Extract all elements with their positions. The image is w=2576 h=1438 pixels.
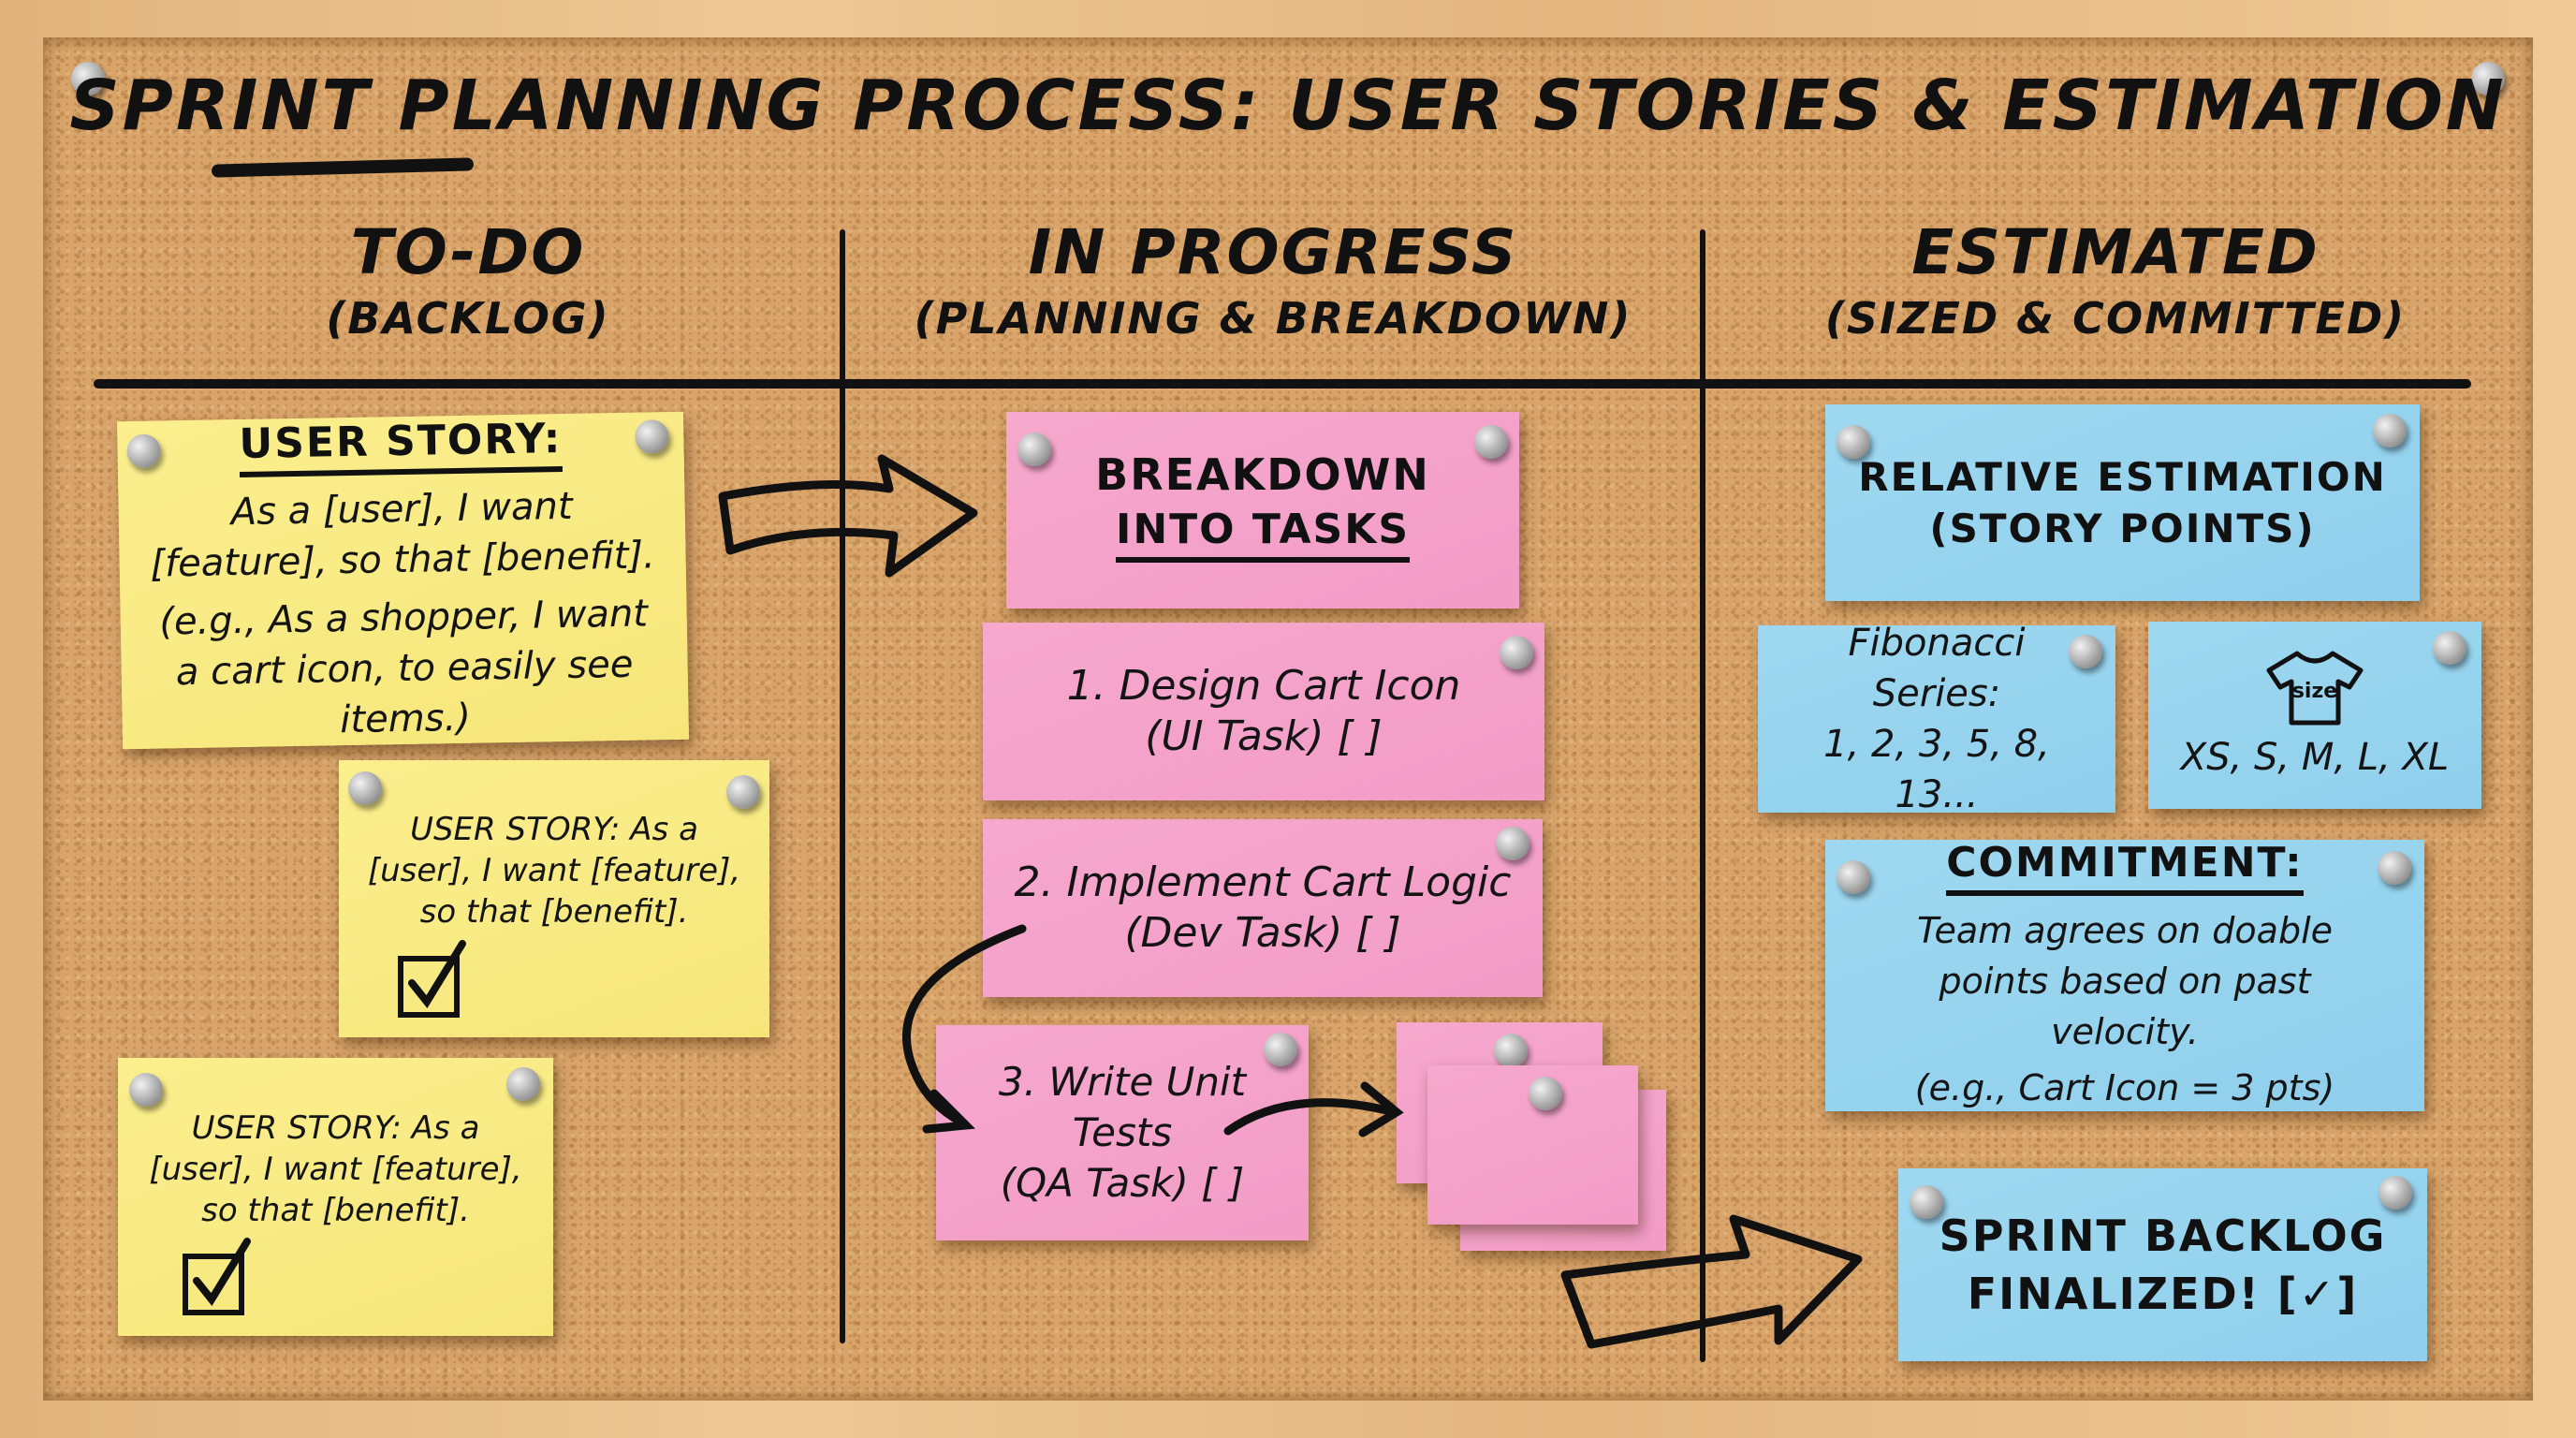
pushpin-icon (2433, 631, 2466, 665)
pushpin-icon (1496, 827, 1530, 860)
pushpin-icon (2378, 851, 2411, 885)
task-title: 2. Implement Cart Logic (1014, 858, 1512, 906)
pushpin-icon (71, 62, 105, 95)
pushpin-icon (1264, 1033, 1297, 1066)
pushpin-icon (1837, 860, 1870, 894)
note-heading: Commitment: (1946, 839, 2304, 896)
note-heading: Breakdown (1095, 448, 1430, 500)
checked-checkbox-icon[interactable] (180, 1236, 255, 1320)
pushpin-icon (2471, 62, 2505, 95)
pushpin-icon (126, 433, 161, 469)
note-status: Finalized! [✓] (1967, 1269, 2359, 1319)
pushpin-icon (2378, 1176, 2412, 1210)
tshirt-size-label: size (2291, 680, 2338, 703)
pushpin-icon (2069, 635, 2102, 668)
column-subtitle: (Backlog) (326, 293, 610, 344)
note-example: (e.g., Cart Icon = 3 pts) (1914, 1066, 2335, 1108)
blank-subtask-note[interactable] (1427, 1065, 1638, 1225)
column-divider (840, 229, 845, 1343)
header-divider (94, 379, 2471, 389)
tshirt-sizes: XS, S, M, L, XL (2180, 736, 2450, 779)
note-heading: Sprint Backlog (1939, 1211, 2387, 1261)
pushpin-icon (1500, 636, 1533, 669)
note-heading: User Story: (239, 414, 563, 477)
tshirt-size-note[interactable]: size XS, S, M, L, XL (2148, 622, 2481, 809)
note-text: Team agrees on doable points based on pa… (1916, 909, 2334, 1052)
pushpin-icon (1837, 425, 1870, 459)
column-title: Estimated (1911, 216, 2320, 288)
pushpin-icon (506, 1067, 540, 1101)
task-title: 3. Write Unit Tests (998, 1059, 1247, 1155)
column-subtitle: (Planning & Breakdown) (914, 293, 1632, 344)
task-note-write-unit-tests[interactable]: 3. Write Unit Tests (QA Task) [ ] (936, 1025, 1309, 1240)
column-title: In progress (1028, 216, 1518, 288)
note-text: USER STORY: As a [user], I want [feature… (149, 1108, 522, 1229)
user-story-note[interactable]: USER STORY: As a [user], I want [feature… (118, 1058, 553, 1336)
pushpin-icon (1017, 433, 1051, 466)
task-type: (QA Task) [ ] (1000, 1160, 1245, 1206)
column-header-todo: To-Do (Backlog) (94, 215, 842, 346)
pushpin-icon (1529, 1077, 1562, 1110)
fibonacci-label: Fibonacci Series: (1848, 622, 2026, 715)
note-subheading: (Story Points) (1929, 506, 2316, 551)
board-title: Sprint Planning Process: User Stories & … (69, 66, 2507, 146)
column-header-estimated: Estimated (Sized & Committed) (1704, 215, 2527, 346)
note-heading: into Tasks (1115, 506, 1411, 563)
pushpin-icon (1474, 425, 1508, 459)
pushpin-icon (129, 1073, 163, 1107)
column-header-in-progress: In progress (Planning & Breakdown) (842, 215, 1704, 346)
checked-checkbox-icon[interactable] (395, 938, 470, 1022)
note-text: USER STORY: As a [user], I want [feature… (367, 811, 741, 931)
relative-estimation-note[interactable]: Relative Estimation (Story Points) (1825, 404, 2420, 601)
tshirt-icon: size (2263, 648, 2366, 726)
pushpin-icon (2373, 414, 2407, 448)
task-type: (Dev Task) [ ] (1124, 909, 1401, 957)
task-type: (UI Task) [ ] (1145, 712, 1383, 760)
fibonacci-values: 1, 2, 3, 5, 8, 13... (1823, 723, 2050, 816)
note-heading: Relative Estimation (1858, 454, 2387, 500)
task-title: 1. Design Cart Icon (1066, 662, 1461, 710)
note-text: As a [user], I want [feature], so that [… (150, 484, 656, 586)
pushpin-icon (726, 775, 760, 809)
pushpin-icon (1494, 1034, 1528, 1067)
column-title: To-Do (350, 216, 586, 288)
note-example: (e.g., As a shopper, I want a cart icon,… (158, 591, 649, 741)
breakdown-header-note[interactable]: Breakdown into Tasks (1006, 412, 1519, 609)
pushpin-icon (348, 771, 382, 805)
sprint-backlog-finalized-note[interactable]: Sprint Backlog Finalized! [✓] (1898, 1168, 2427, 1361)
user-story-template-note[interactable]: User Story: As a [user], I want [feature… (116, 411, 690, 750)
task-note-implement-cart-logic[interactable]: 2. Implement Cart Logic (Dev Task) [ ] (983, 819, 1543, 997)
pushpin-icon (635, 419, 669, 454)
pushpin-icon (1910, 1185, 1943, 1219)
user-story-note[interactable]: USER STORY: As a [user], I want [feature… (339, 760, 769, 1037)
column-subtitle: (Sized & Committed) (1824, 293, 2407, 344)
column-divider (1700, 229, 1705, 1362)
task-note-design-cart-icon[interactable]: 1. Design Cart Icon (UI Task) [ ] (983, 623, 1544, 800)
fibonacci-note[interactable]: Fibonacci Series: 1, 2, 3, 5, 8, 13... (1758, 622, 2115, 816)
commitment-note[interactable]: Commitment: Team agrees on doable points… (1825, 839, 2424, 1111)
